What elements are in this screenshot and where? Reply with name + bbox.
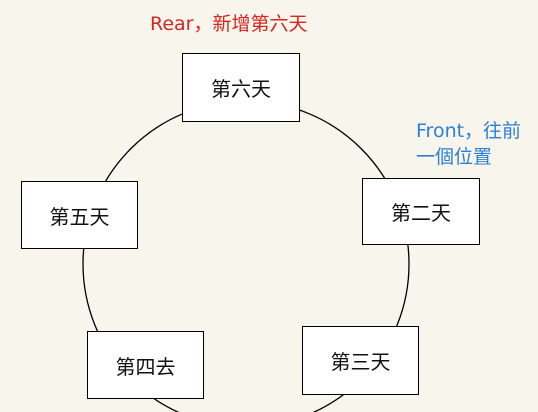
node-label: 第六天 — [211, 77, 271, 101]
rear-annotation: Rear，新增第六天 — [150, 13, 308, 35]
node-day-five: 第五天 — [21, 181, 138, 249]
node-day-four: 第四去 — [87, 331, 204, 399]
front-annotation: Front，往前 一個位置 — [416, 118, 521, 170]
node-day-two: 第二天 — [362, 178, 480, 245]
node-day-three: 第三天 — [302, 326, 419, 395]
node-day-six: 第六天 — [182, 53, 300, 122]
front-annotation-line2: 一個位置 — [416, 146, 493, 168]
front-annotation-line1: Front，往前 — [416, 120, 522, 142]
node-label: 第四去 — [115, 354, 176, 379]
node-label: 第五天 — [49, 204, 110, 229]
node-label: 第三天 — [330, 350, 391, 374]
node-label: 第二天 — [391, 201, 451, 225]
